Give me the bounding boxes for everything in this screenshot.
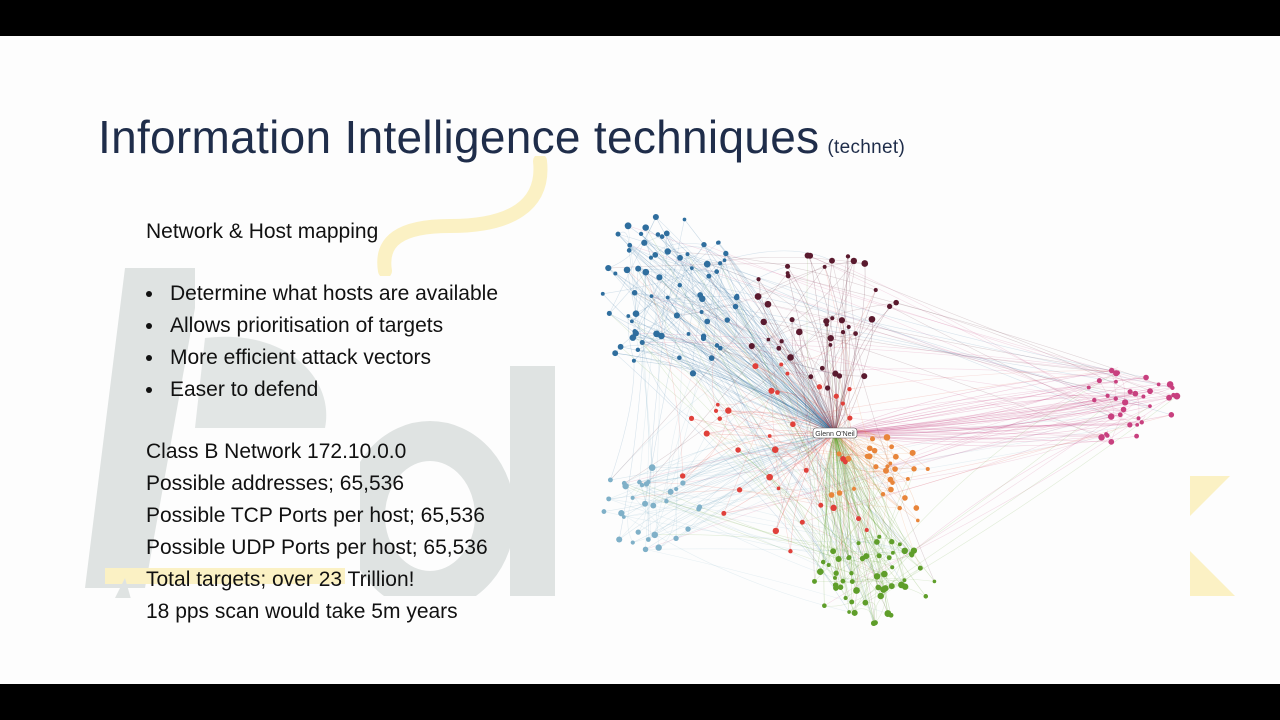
section-heading: Network & Host mapping [146, 220, 379, 243]
fact-line: Total targets; over 23 Trillion! [146, 568, 415, 591]
title-text: Information Intelligence techniques [98, 111, 820, 163]
fact-line: Possible TCP Ports per host; 65,536 [146, 504, 485, 527]
bullet-list: Determine what hosts are available Allow… [146, 278, 498, 406]
bullet-icon [146, 387, 152, 393]
bullet-item: More efficient attack vectors [146, 342, 498, 374]
watermark-letter-d-icon [360, 366, 555, 596]
watermark-letter-e-icon [85, 268, 345, 598]
fact-line: Class B Network 172.10.0.0 [146, 440, 407, 463]
bullet-icon [146, 291, 152, 297]
slide-title: Information Intelligence techniques (tech… [98, 110, 905, 164]
bullet-item: Allows prioritisation of targets [146, 310, 498, 342]
bullet-item: Easer to defend [146, 374, 498, 406]
network-facts: Class B Network 172.10.0.0 Possible addr… [146, 436, 498, 628]
fact-line: Possible UDP Ports per host; 65,536 [146, 536, 488, 559]
center-node-text: Glenn O'Neil [815, 431, 855, 438]
fact-line: Possible addresses; 65,536 [146, 472, 404, 495]
bullet-item: Determine what hosts are available [146, 278, 498, 310]
bullet-icon [146, 355, 152, 361]
slide-content: Network & Host mapping Determine what ho… [146, 216, 498, 628]
watermark-swirl-icon [377, 156, 548, 276]
watermark-letter-k-icon [1190, 476, 1235, 596]
center-node-label [812, 427, 858, 439]
fact-line: 18 pps scan would take 5m years [146, 600, 458, 623]
network-graph-image: Glenn O'Neil [600, 213, 1181, 627]
title-source: (technet) [827, 137, 906, 158]
slide: Information Intelligence techniques (tech… [0, 36, 1280, 684]
bullet-icon [146, 323, 152, 329]
